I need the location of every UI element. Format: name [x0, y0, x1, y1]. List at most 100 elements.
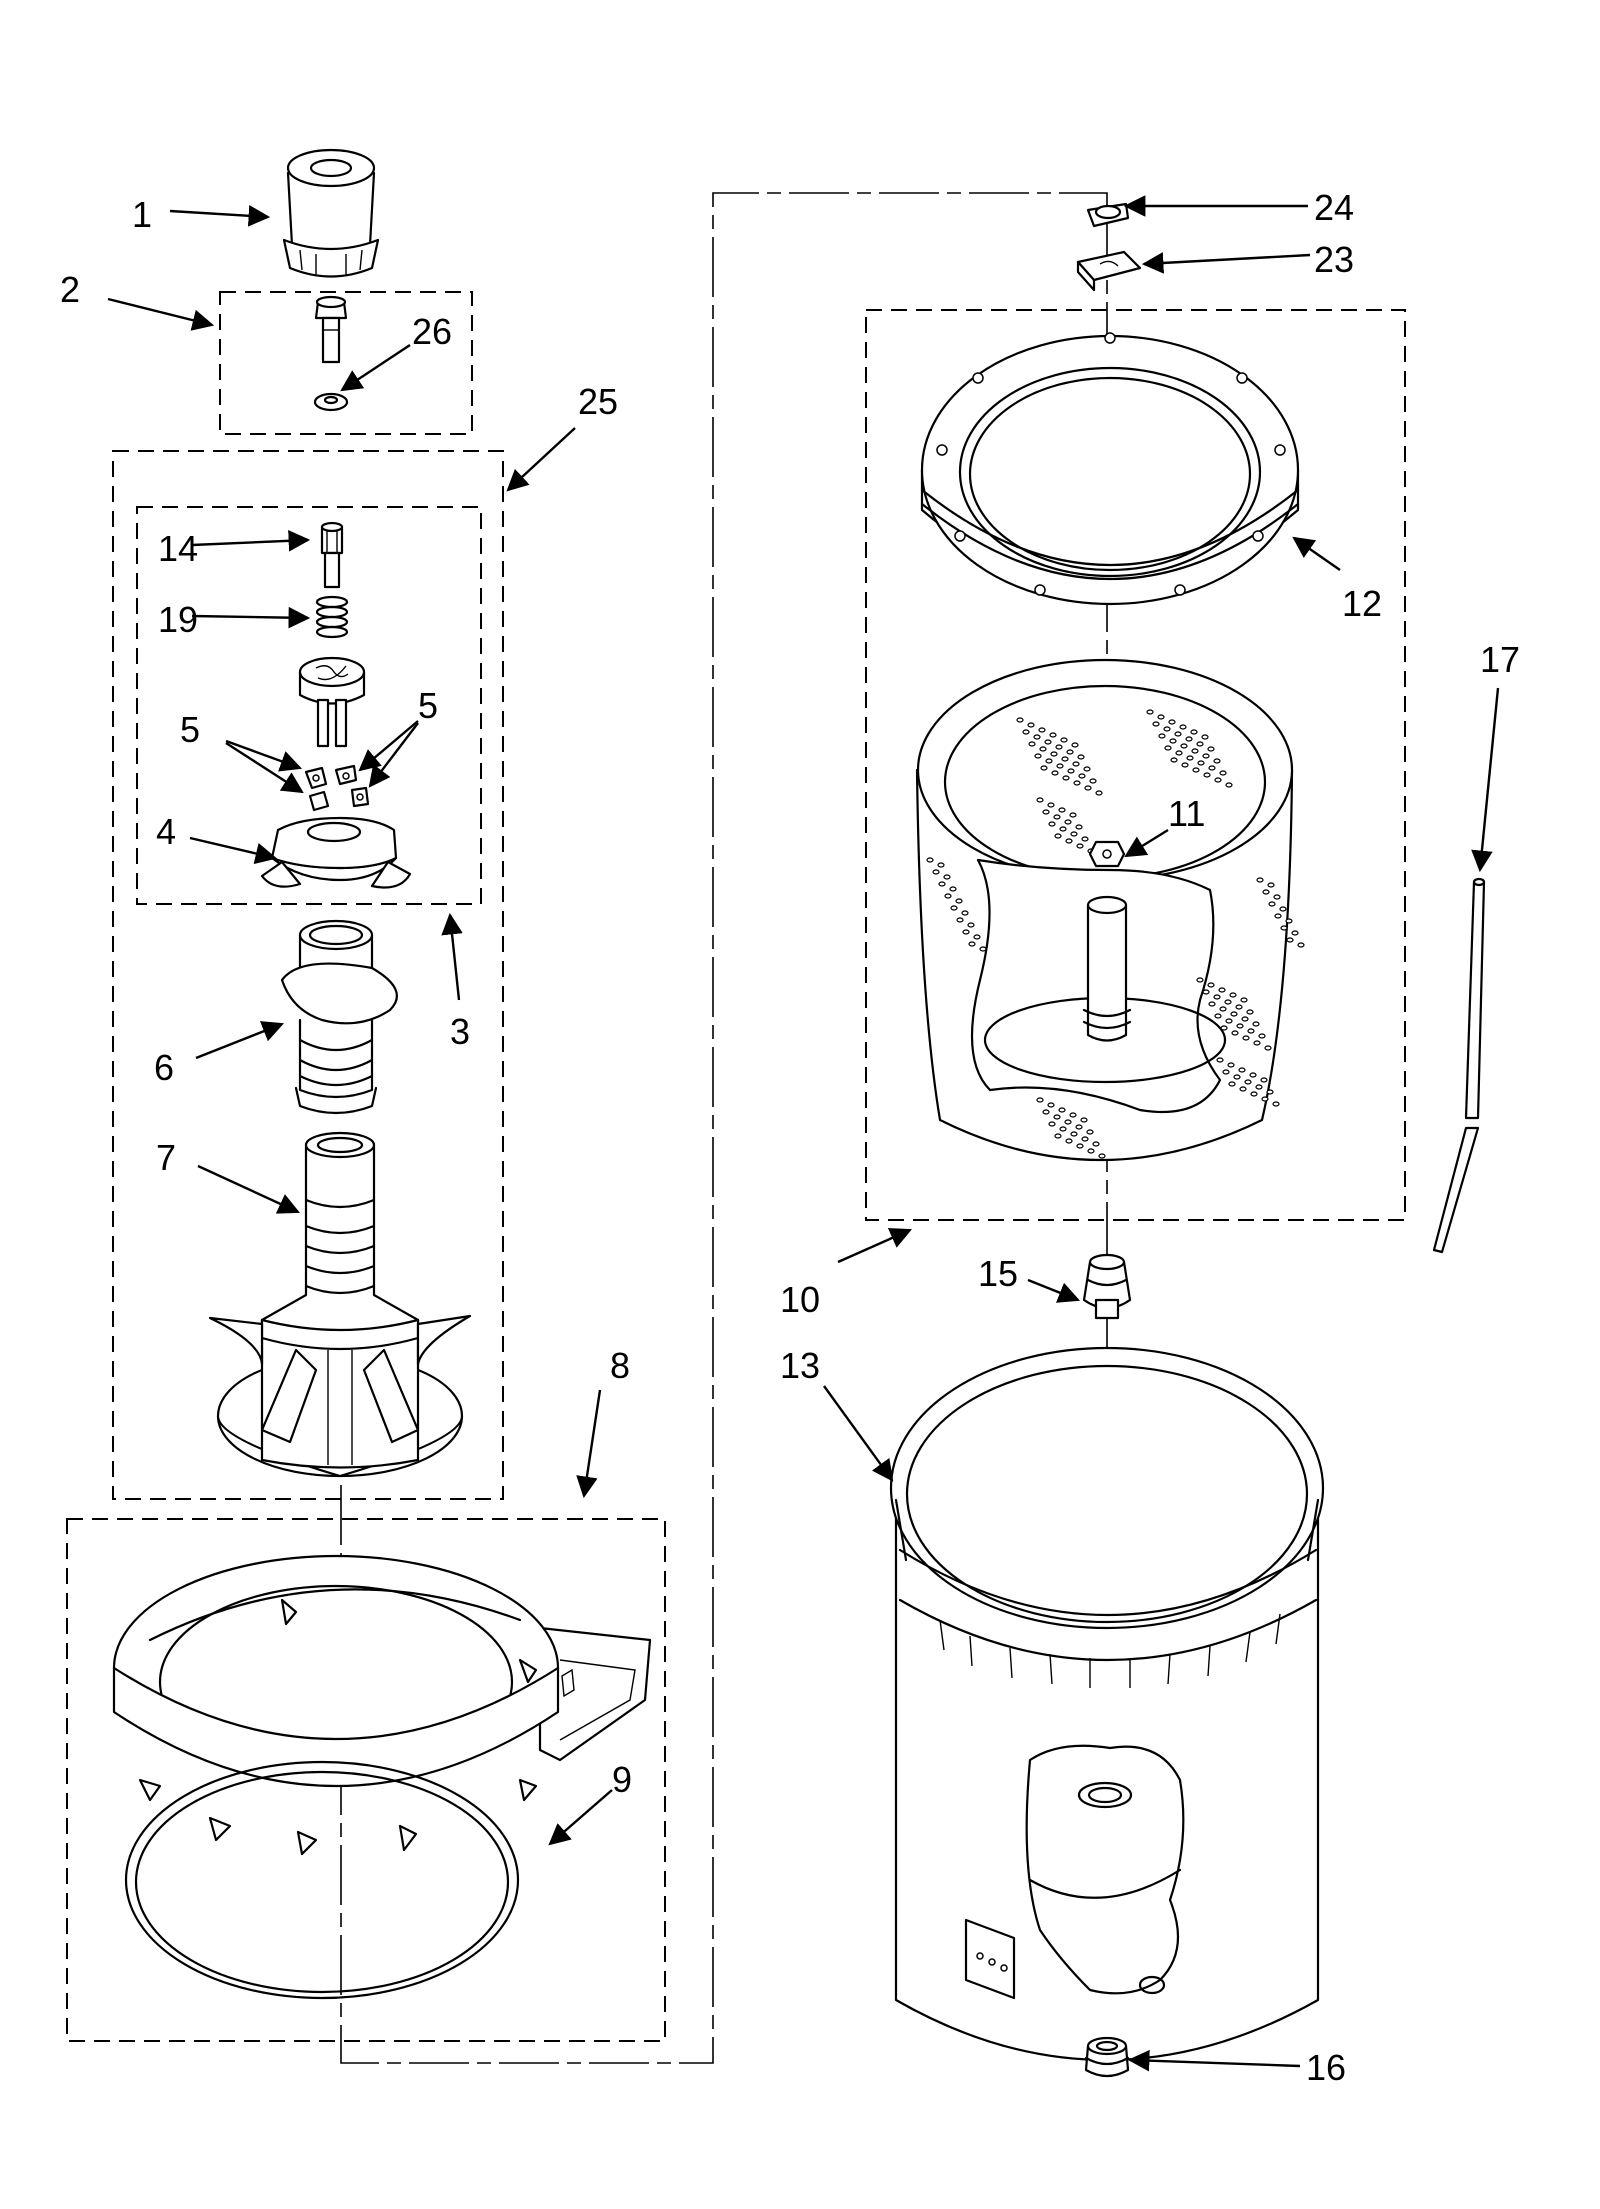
perforation-hole	[1261, 1096, 1269, 1102]
callout-14: 14	[158, 528, 198, 569]
perforation-hole	[1152, 721, 1160, 727]
perforation-hole	[1207, 746, 1215, 752]
perforation-hole	[1036, 797, 1044, 803]
perforation-hole	[1216, 1057, 1224, 1063]
perforation-hole	[1064, 819, 1072, 825]
perforation-hole	[1016, 717, 1024, 723]
perforation-hole	[1053, 814, 1061, 820]
perforation-hole	[1185, 736, 1193, 742]
spin-basket	[915, 658, 1294, 1161]
perforation-hole	[1058, 807, 1066, 813]
perforation-hole	[962, 929, 970, 935]
perforation-hole	[1084, 785, 1092, 791]
callout-11: 11	[1168, 793, 1205, 834]
callout-24: 24	[1314, 187, 1354, 228]
perforation-hole	[1250, 1091, 1258, 1097]
perforation-hole	[1242, 1035, 1250, 1041]
part-19-spring	[315, 595, 349, 639]
part-26-washer	[313, 392, 349, 412]
perforation-hole	[1224, 999, 1232, 1005]
part-4-retainer	[260, 816, 412, 889]
perforation-hole	[1225, 1018, 1233, 1024]
perforation-hole	[1202, 989, 1210, 995]
perforation-hole	[1059, 826, 1067, 832]
perforation-hole	[950, 905, 958, 911]
perforation-hole	[1285, 918, 1293, 924]
perforation-hole	[1039, 746, 1047, 752]
perforation-hole	[1191, 748, 1199, 754]
group-box-3	[136, 506, 482, 905]
perforation-hole	[1042, 809, 1050, 815]
callout-17: 17	[1480, 639, 1520, 680]
perforation-hole	[1255, 1084, 1263, 1090]
perforation-hole	[1054, 833, 1062, 839]
perforation-hole	[956, 917, 964, 923]
perforation-hole	[1256, 877, 1264, 883]
perforation-hole	[1170, 757, 1178, 763]
perforation-hole	[1075, 1124, 1083, 1130]
perforation-hole	[1086, 1129, 1094, 1135]
part-15-bushing	[1082, 1253, 1132, 1320]
perforation-hole	[1208, 765, 1216, 771]
perforation-hole	[1280, 925, 1288, 931]
perforation-hole	[1076, 843, 1084, 849]
perforation-hole	[967, 922, 975, 928]
perforation-hole	[1252, 1021, 1260, 1027]
callout-25: 25	[578, 381, 618, 422]
perforation-hole	[1218, 987, 1226, 993]
perforation-hole	[1070, 1131, 1078, 1137]
perforation-hole	[1231, 1030, 1239, 1036]
perforation-hole	[1258, 1033, 1266, 1039]
perforation-hole	[1228, 1081, 1236, 1087]
perforation-hole	[955, 898, 963, 904]
perforation-hole	[1034, 753, 1042, 759]
perforation-hole	[1054, 1133, 1062, 1139]
perforation-hole	[1174, 731, 1182, 737]
perforation-hole	[1048, 821, 1056, 827]
perforation-hole	[1087, 1148, 1095, 1154]
perforation-hole	[1065, 838, 1073, 844]
perforation-hole	[1076, 1143, 1084, 1149]
perforation-hole	[1222, 1069, 1230, 1075]
perforation-hole	[1081, 1136, 1089, 1142]
perforation-hole	[1092, 1141, 1100, 1147]
perforation-hole	[1070, 831, 1078, 837]
perforation-hole	[1098, 1153, 1106, 1159]
perforation-hole	[938, 881, 946, 887]
perforation-hole	[1181, 762, 1189, 768]
perforation-hole	[1066, 749, 1074, 755]
perforation-hole	[1047, 802, 1055, 808]
part-2-bolt	[314, 295, 348, 364]
perforation-hole	[1260, 1077, 1268, 1083]
connector-line	[340, 192, 1108, 2064]
perforation-hole	[1061, 756, 1069, 762]
perforation-hole	[1233, 1074, 1241, 1080]
perforation-hole	[1047, 1102, 1055, 1108]
perforation-hole	[1045, 758, 1053, 764]
perforation-hole	[1062, 775, 1070, 781]
perforation-hole	[1180, 743, 1188, 749]
perforation-hole	[1241, 1016, 1249, 1022]
perforation-hole	[1163, 726, 1171, 732]
part-16-plug	[1084, 2036, 1130, 2078]
callout-26: 26	[412, 311, 452, 352]
group-box-25	[112, 450, 504, 1500]
perforation-hole	[1022, 729, 1030, 735]
perforation-hole	[1272, 1101, 1280, 1107]
perforation-hole	[1067, 768, 1075, 774]
perforation-hole	[1267, 882, 1275, 888]
perforation-hole	[1164, 745, 1172, 751]
perforation-hole	[1266, 1089, 1274, 1095]
perforation-hole	[1056, 763, 1064, 769]
perforation-hole	[1208, 1001, 1216, 1007]
perforation-hole	[1186, 755, 1194, 761]
perforation-hole	[979, 946, 987, 952]
perforation-hole	[1202, 753, 1210, 759]
callout-5-left: 5	[180, 709, 200, 750]
perforation-hole	[937, 862, 945, 868]
perforation-hole	[1236, 1023, 1244, 1029]
perforation-hole	[1274, 913, 1282, 919]
perforation-hole	[1264, 1045, 1272, 1051]
perforation-hole	[1158, 733, 1166, 739]
